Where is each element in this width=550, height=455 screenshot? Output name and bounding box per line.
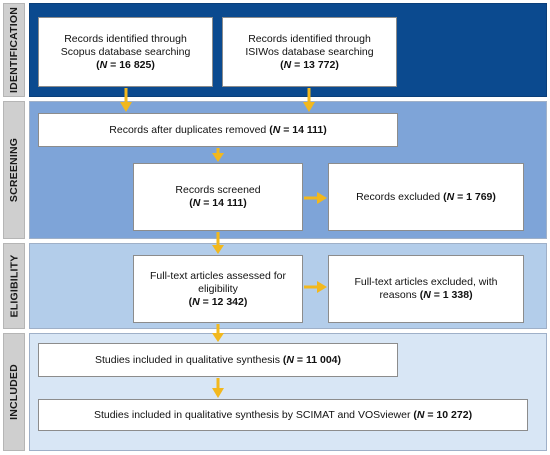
box-fulltext-excluded-line2: reasons (N = 1 338)	[379, 289, 473, 301]
box-isiwos-count: (N = 13 772)	[280, 58, 339, 71]
arrow-down-icon	[212, 324, 224, 342]
box-fulltext-line1: Full-text articles assessed for	[150, 269, 286, 282]
box-isiwos-line2: ISIWos database searching	[245, 45, 374, 58]
stage-label-included: INCLUDED	[3, 333, 25, 451]
box-fulltext-count: (N = 12 342)	[188, 295, 248, 308]
box-fulltext-excluded: Full-text articles excluded, with reason…	[328, 255, 524, 323]
arrow-down-icon	[212, 232, 224, 254]
arrow-right-icon	[304, 281, 327, 293]
box-scimat-vosviewer: Studies included in qualitative synthesi…	[38, 399, 528, 431]
arrow-down-icon	[212, 148, 224, 162]
box-duplicates-text: Records after duplicates removed (N = 14…	[109, 123, 327, 136]
box-qualitative-text: Studies included in qualitative synthesi…	[94, 353, 342, 366]
box-scimat-text: Studies included in qualitative synthesi…	[93, 408, 473, 421]
box-fulltext-line2: eligibility	[198, 282, 238, 295]
stage-label-screening: SCREENING	[3, 101, 25, 239]
arrow-down-icon	[303, 88, 315, 112]
arrow-down-icon	[212, 378, 224, 398]
box-fulltext-assessed: Full-text articles assessed for eligibil…	[133, 255, 303, 323]
box-scopus-line2: Scopus database searching	[60, 45, 191, 58]
arrow-right-icon	[304, 192, 327, 204]
box-scopus-line1: Records identified through	[64, 32, 187, 45]
arrow-down-icon	[120, 88, 132, 112]
box-duplicates-removed: Records after duplicates removed (N = 14…	[38, 113, 398, 147]
box-isiwos-records: Records identified through ISIWos databa…	[222, 17, 397, 87]
box-records-screened: Records screened (N = 14 111)	[133, 163, 303, 231]
box-qualitative-synthesis: Studies included in qualitative synthesi…	[38, 343, 398, 377]
box-screened-line1: Records screened	[175, 184, 261, 196]
box-screened-count: (N = 14 111)	[189, 197, 247, 209]
box-scopus-count: (N = 16 825)	[96, 58, 155, 71]
box-records-excluded: Records excluded (N = 1 769)	[328, 163, 524, 231]
box-excluded-text: Records excluded (N = 1 769)	[356, 190, 496, 203]
box-isiwos-line1: Records identified through	[248, 32, 371, 45]
box-fulltext-excluded-line1: Full-text articles excluded, with	[354, 276, 498, 288]
box-scopus-records: Records identified through Scopus databa…	[38, 17, 213, 87]
stage-label-identification: IDENTIFICATION	[3, 3, 25, 97]
stage-label-eligibility: ELIGIBILITY	[3, 243, 25, 329]
